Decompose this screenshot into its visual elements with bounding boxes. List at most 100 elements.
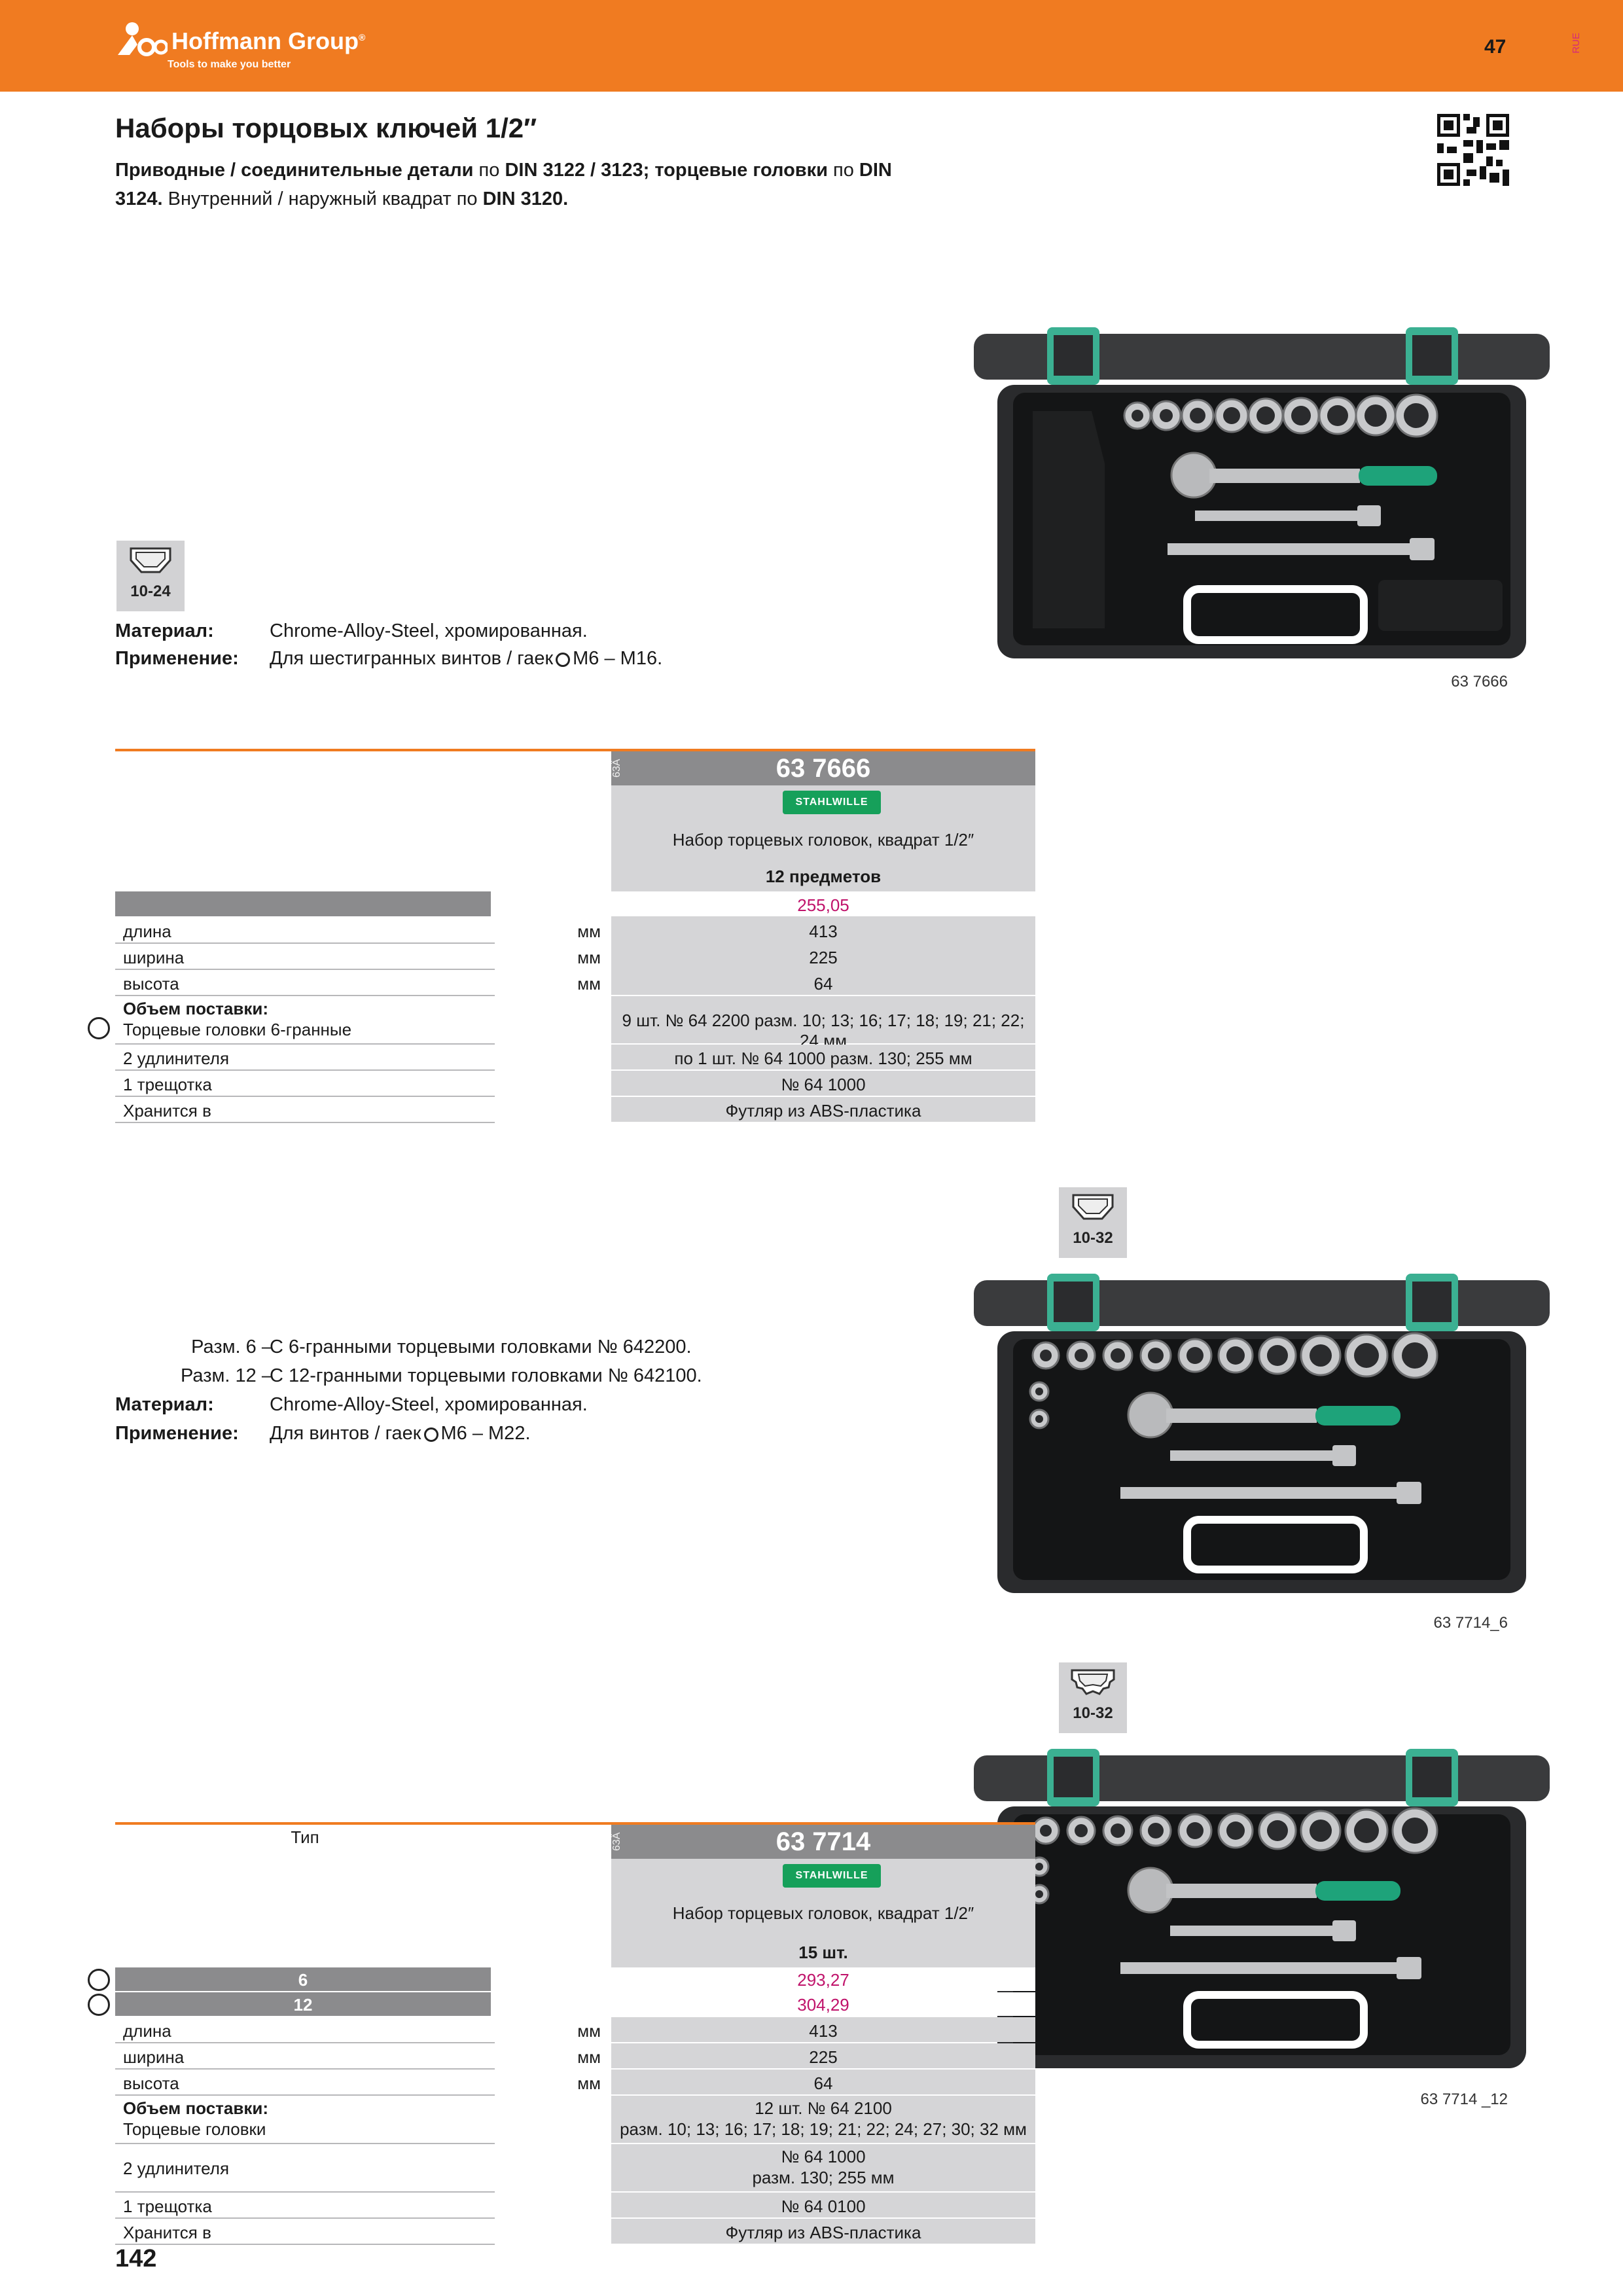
ga-code: 63Ä — [611, 759, 622, 778]
row-value-bg — [611, 2043, 1035, 2068]
stahlwille-logo: STAHLWILLE — [783, 1864, 881, 1888]
socket-set-case-image — [974, 1749, 1550, 2068]
row-label: длина — [123, 2021, 171, 2041]
row-value-bg — [611, 1071, 1035, 1096]
table-row: 1 трещотка № 64 0100 — [115, 2193, 1035, 2217]
application-suffix: M6 – M22. — [440, 1423, 531, 1444]
badge-size-range: 10-24 — [130, 583, 171, 600]
type-label: Тип — [291, 1827, 319, 1847]
qr-code-icon[interactable] — [1437, 114, 1509, 186]
application-prefix: Для винтов / гаек — [270, 1423, 421, 1444]
sockets-label: Торцевые головки — [123, 2119, 266, 2139]
twelve-point-nut-icon — [88, 1994, 110, 2016]
row-value-bg — [611, 1097, 1035, 1122]
row-label: 2 удлинителя — [123, 1049, 230, 1068]
sockets-value-line-2: разм. 10; 13; 16; 17; 18; 19; 21; 22; 24… — [620, 2119, 1027, 2139]
variant-price-bg — [611, 1992, 1035, 2016]
row-value-bg — [611, 2219, 1035, 2244]
price-value: 255,05 — [797, 895, 849, 915]
material-line-2: Материал:Chrome-Alloy-Steel, хромированн… — [115, 1394, 588, 1416]
row-value: № 64 0100 — [781, 2197, 866, 2216]
row-label: длина — [123, 922, 171, 941]
material-label: Материал: — [115, 620, 214, 641]
table-row: Хранится в Футляр из ABS-пластика — [115, 1097, 1035, 1122]
row-value-bg — [611, 2017, 1035, 2042]
row-value: Футляр из ABS-пластика — [725, 2223, 921, 2242]
table-row: Хранится в Футляр из ABS-пластика — [115, 2219, 1035, 2244]
twelve-point-socket-icon — [1071, 1669, 1115, 1695]
row-divider — [115, 2143, 495, 2144]
tool-case-photo-2[interactable] — [974, 1274, 1550, 1601]
row-value-bg — [611, 970, 1035, 995]
hex-nut-icon — [88, 1017, 110, 1039]
tool-case-photo-3[interactable] — [974, 1749, 1550, 2076]
row-divider — [115, 2068, 495, 2070]
socket-badge-12pt: 10-32 — [1059, 1662, 1127, 1733]
product-description: Набор торцевых головок, квадрат 1/2″ — [672, 830, 974, 850]
article-number[interactable]: 63 7714 — [611, 1825, 1035, 1859]
pieces-count: 15 шт. — [798, 1943, 848, 1962]
row-value: 413 — [809, 922, 838, 941]
tool-case-photo-1[interactable] — [974, 327, 1550, 668]
page-number: 142 — [115, 2245, 157, 2272]
row-label: 1 трещотка — [123, 1075, 212, 1094]
variant-price: 293,27 — [797, 1970, 849, 1990]
table-row: 2 удлинителя по 1 шт. № 64 1000 разм. 13… — [115, 1045, 1035, 1069]
price-cell-bg — [611, 891, 1035, 916]
row-divider — [115, 2191, 495, 2193]
row-value: 64 — [813, 2073, 833, 2093]
row-divider — [115, 2094, 495, 2096]
logo-mark-icon — [118, 22, 168, 56]
row-divider — [115, 2042, 495, 2043]
row-value-bg — [611, 2096, 1035, 2143]
table-top-rule — [115, 749, 1035, 751]
price-label-bar — [115, 891, 491, 916]
application-label: Применение: — [115, 1423, 239, 1444]
product-description: Набор торцевых головок, квадрат 1/2″ — [672, 1903, 974, 1923]
variant-row[interactable]: 12 304,29 — [115, 1992, 1035, 2016]
application-line-2: Применение: Для винтов / гаек M6 – M22. — [115, 1423, 531, 1444]
scope-label: Объем поставки: — [123, 2098, 269, 2118]
size12-label: Разм. 12 – — [181, 1365, 272, 1386]
row-value: 413 — [809, 2021, 838, 2041]
row-divider — [115, 1043, 495, 1045]
row-value-bg — [611, 2144, 1035, 2191]
socket-badge-6pt: 10-24 — [116, 541, 185, 611]
row-value: Футляр из ABS-пластика — [725, 1101, 921, 1121]
pieces-count: 12 предметов — [765, 867, 882, 886]
row-divider — [115, 2244, 495, 2245]
table-row: ширина мм 225 — [115, 944, 1035, 969]
row-divider — [115, 942, 495, 944]
variant-price-bg — [611, 1967, 1035, 1991]
socket-set-case-image — [974, 327, 1550, 658]
row-unit: мм — [577, 2073, 601, 2093]
product-table-63-7666: 63 7666 63Ä STAHLWILLE Набор торцевых го… — [88, 749, 1035, 1123]
row-value-bg — [611, 2070, 1035, 2094]
variant-row[interactable]: 6 293,27 — [115, 1967, 1035, 1991]
variant-type-bg — [115, 1992, 491, 2016]
row-label: Хранится в — [123, 1101, 211, 1121]
material-value: Chrome-Alloy-Steel, хромированная. — [270, 620, 588, 641]
socket-set-case-image — [974, 1274, 1550, 1593]
application-prefix: Для шестигранных винтов / гаек — [270, 648, 554, 669]
row-unit: мм — [577, 2047, 601, 2067]
row-value: 64 — [813, 974, 833, 994]
row-value-line-1: № 64 1000 — [781, 2147, 866, 2166]
row-label: 2 удлинителя — [123, 2159, 230, 2178]
application-label: Применение: — [115, 648, 239, 669]
size6-value: С 6-гранными торцевыми головками № 64220… — [270, 1336, 692, 1357]
row-value-bg — [611, 944, 1035, 969]
material-label: Материал: — [115, 1394, 214, 1415]
row-value-bg — [611, 1045, 1035, 1069]
row-divider — [115, 969, 495, 970]
article-number[interactable]: 63 7666 — [611, 751, 1035, 785]
row-value-bg — [611, 918, 1035, 942]
sockets-value: 9 шт. № 64 2200 разм. 10; 13; 16; 17; 18… — [622, 1011, 1025, 1050]
table-row: высота мм 64 — [115, 970, 1035, 995]
application-suffix: M6 – M16. — [573, 648, 663, 669]
row-divider — [115, 1122, 495, 1123]
row-label: высота — [123, 974, 179, 994]
row-label: ширина — [123, 948, 185, 967]
table-row: длина мм 413 — [115, 918, 1035, 942]
variant-type-bg — [115, 1967, 491, 1991]
